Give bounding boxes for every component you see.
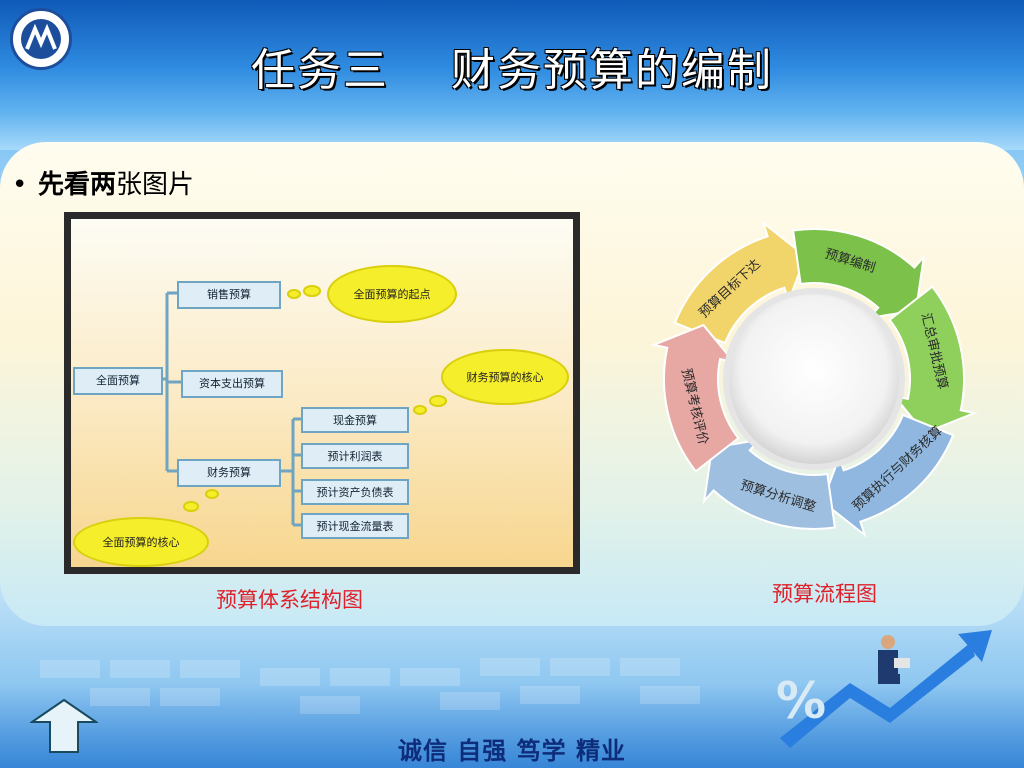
callout-puff: [303, 285, 321, 297]
node-capex-budget: 资本支出预算: [181, 370, 283, 398]
header-band: [0, 0, 1024, 150]
bullet-bold-text: 先看两: [38, 170, 117, 200]
bottom-tile-pattern: [40, 658, 700, 714]
flow-chart-caption: 预算流程图: [772, 582, 877, 606]
bullet-text: 张图片: [116, 170, 195, 200]
structure-chart-canvas: 全面预算 销售预算 资本支出预算 财务预算 现金预算 预计利润表 预计资产负债表…: [71, 219, 573, 567]
cycle-segment: [888, 285, 978, 435]
businessman-icon: [878, 635, 910, 684]
back-to-top-arrow-icon[interactable]: [30, 698, 98, 754]
node-financial-budget: 财务预算: [177, 459, 281, 487]
callout-puff: [413, 405, 427, 415]
node-cashflow-statement: 预计现金流量表: [301, 513, 409, 539]
callout-puff: [287, 289, 301, 299]
cycle-segment: [673, 220, 807, 345]
growth-decoration: %: [776, 630, 992, 748]
node-sales-budget: 销售预算: [177, 281, 281, 309]
structure-chart-image: 全面预算 销售预算 资本支出预算 财务预算 现金预算 预计利润表 预计资产负债表…: [64, 212, 580, 574]
callout-budget-start: 全面预算的起点: [327, 265, 457, 323]
cycle-segment: [821, 413, 955, 538]
node-root: 全面预算: [73, 367, 163, 395]
school-motto: 诚信 自强 笃学 精业: [397, 737, 627, 765]
slide-title: 任务三 财务预算的编制: [251, 45, 773, 96]
bullet-dot-icon: •: [12, 170, 28, 200]
budget-flow-cycle: 预算目标下达预算编制汇总审批预算预算执行与财务核算预算分析调整预算考核评价: [650, 220, 978, 538]
node-cash-budget: 现金预算: [301, 407, 409, 433]
cycle-segment: [650, 323, 740, 473]
callout-puff: [429, 395, 447, 407]
cycle-segment: [702, 438, 837, 530]
percent-icon: %: [776, 672, 826, 730]
bullet-line: • 先看两张图片: [12, 164, 194, 201]
structure-chart-caption: 预算体系结构图: [216, 588, 363, 612]
school-logo: [10, 8, 72, 70]
structure-connector-lines: [163, 291, 301, 527]
cycle-segments: [650, 220, 978, 538]
callout-financial-core: 财务预算的核心: [441, 349, 569, 405]
cycle-segment: [791, 228, 926, 320]
callout-overall-core: 全面预算的核心: [73, 517, 209, 567]
node-balance-sheet: 预计资产负债表: [301, 479, 409, 505]
callout-puff: [205, 489, 219, 499]
cycle-center: [723, 288, 905, 470]
node-income-statement: 预计利润表: [301, 443, 409, 469]
callout-puff: [183, 501, 199, 512]
